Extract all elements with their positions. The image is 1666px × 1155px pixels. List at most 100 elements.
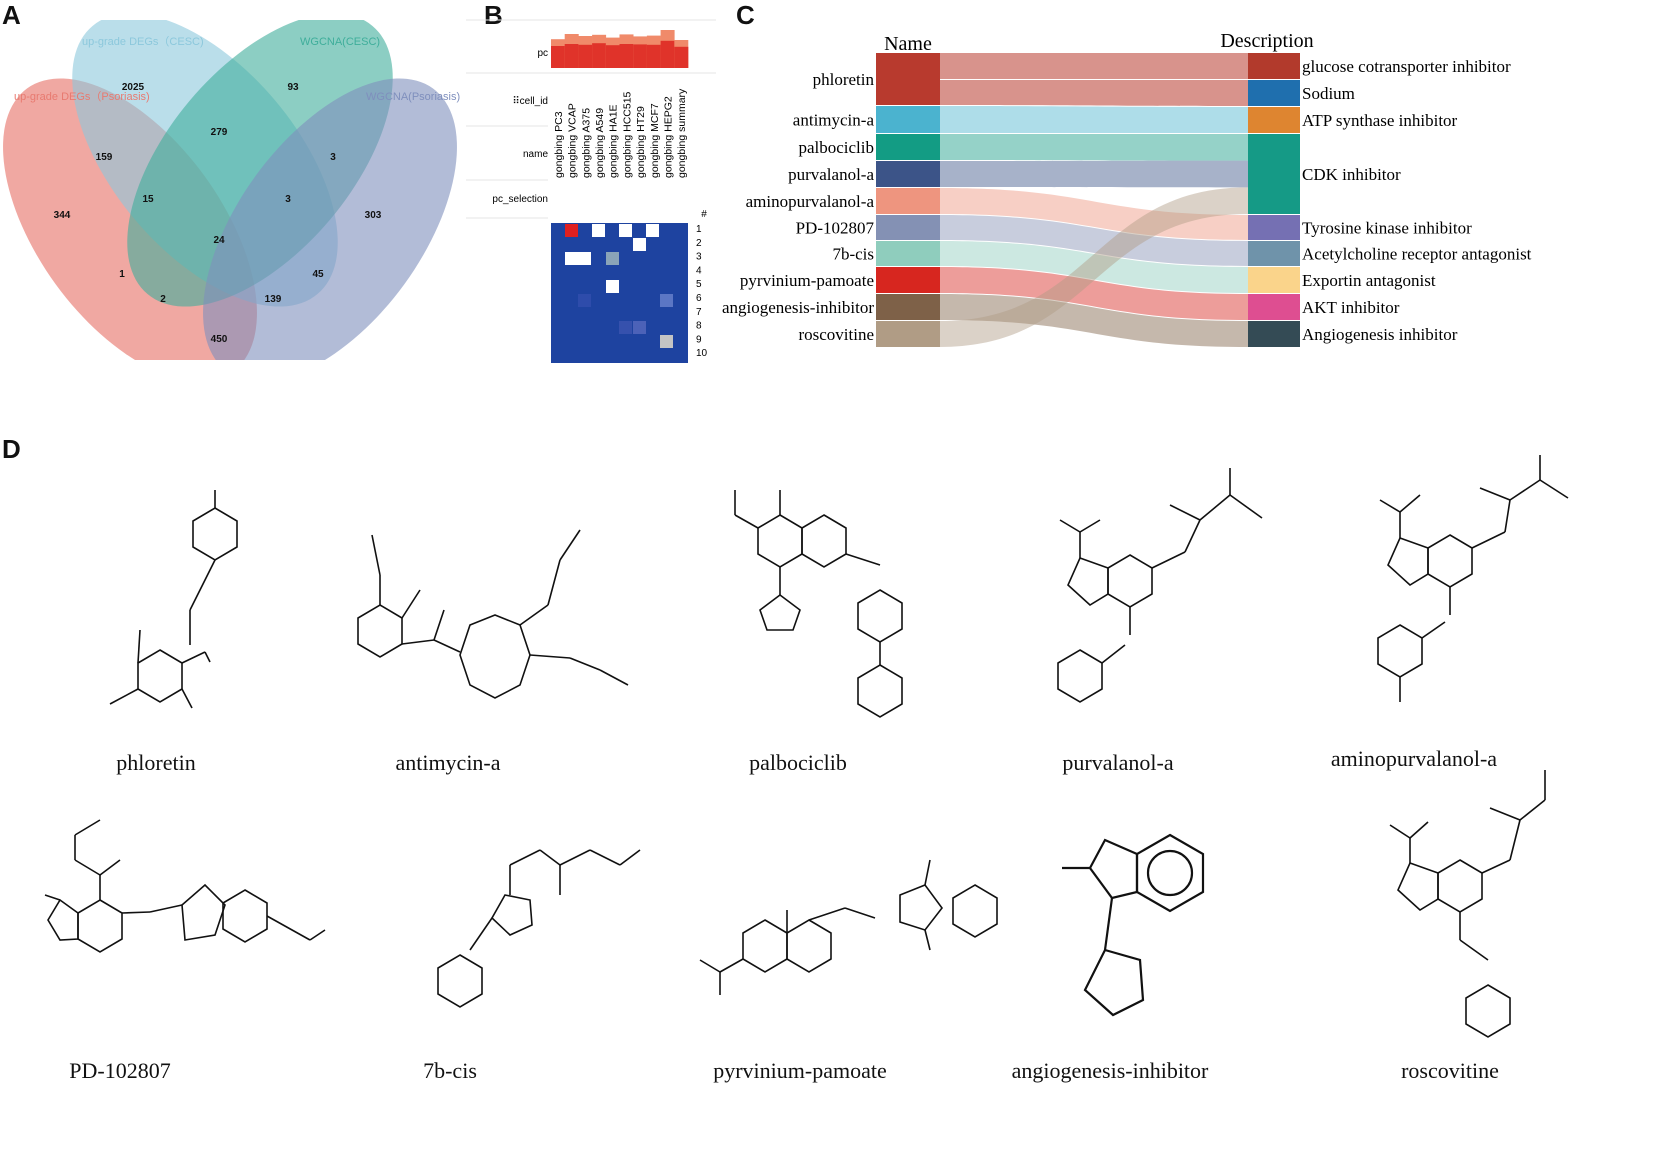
sankey-description-node: [1248, 241, 1300, 266]
clue-hash-label: #: [701, 209, 707, 220]
pc-bar-base: [605, 45, 620, 68]
venn-set-wgcna-psoriasis: [203, 78, 457, 360]
panel-label-d: D: [2, 434, 21, 464]
sankey-name-label: purvalanol-a: [788, 165, 874, 184]
sankey-link: [940, 267, 1248, 320]
sankey-name-label: roscovitine: [798, 325, 874, 344]
venn-label-wgcna-cesc: WGCNA(CESC): [300, 36, 380, 48]
pc-bar-base: [674, 46, 689, 68]
structure-pd-102807: [44, 819, 326, 953]
heatmap-cell: [565, 224, 578, 237]
pc-bar-base: [551, 46, 565, 68]
sankey-description-label: ATP synthase inhibitor: [1302, 111, 1458, 130]
heatmap-cell: [646, 224, 659, 237]
venn-count: 159: [96, 152, 113, 163]
sankey-link: [940, 53, 1248, 79]
sankey-description-node: [1248, 215, 1300, 240]
sankey-name-node: [876, 267, 940, 293]
venn-set-wgcna-cesc: [127, 20, 393, 307]
sankey-name-label: angiogenesis-inhibitor: [722, 298, 874, 317]
structure-aminopurvalanol-a: [1377, 455, 1569, 702]
heatmap-cell: [619, 321, 632, 334]
compound-name-roscovitine: roscovitine: [1401, 1058, 1499, 1083]
panel-label-c: C: [736, 0, 755, 30]
sankey-link: [940, 215, 1248, 266]
heatmap-cell: [592, 224, 605, 237]
venn-count: 3: [330, 152, 336, 163]
sankey-name-label: aminopurvalanol-a: [746, 192, 875, 211]
sankey-description-label: Exportin antagonist: [1302, 271, 1436, 290]
structure-pyrvinium-pamoate: [699, 859, 998, 995]
sankey-name-header: Name: [884, 33, 932, 55]
sankey-link: [940, 241, 1248, 293]
sankey-name-node: [876, 53, 940, 105]
sankey-diagram: Name Description phloretinantimycin-apal…: [722, 30, 1532, 347]
sankey-name-node: [876, 106, 940, 133]
sankey-name-node: [876, 134, 940, 160]
pc-bar-base: [633, 44, 648, 68]
sankey-description-header: Description: [1220, 30, 1313, 52]
clue-column-label: gongbing A375: [580, 108, 592, 178]
structure-angiogenesis-inhibitor: [1062, 833, 1205, 1017]
clue-row-label-pc: pc: [537, 48, 548, 59]
sankey-name-node: [876, 241, 940, 266]
sankey-description-label: Tyrosine kinase inhibitor: [1302, 219, 1472, 238]
sankey-name-node: [876, 294, 940, 320]
venn-count: 450: [211, 334, 228, 345]
venn-count: 1: [119, 269, 125, 280]
venn-count: 24: [213, 235, 225, 246]
clue-column-label: gongbing PC3: [553, 111, 565, 178]
clue-row-number: 3: [696, 252, 702, 263]
sankey-link: [940, 294, 1248, 347]
sankey-name-label: palbociclib: [798, 138, 874, 157]
heatmap-cell: [619, 224, 632, 237]
venn-count: 279: [211, 127, 228, 138]
sankey-description-node: [1248, 107, 1300, 133]
heatmap-cell: [565, 252, 578, 265]
heatmap-cell: [606, 280, 619, 293]
clue-column-label: gongbing HA1E: [608, 104, 620, 178]
sankey-link: [940, 106, 1248, 133]
clue-row-number: 9: [696, 334, 702, 345]
drag-handle-icon: ⠿: [512, 96, 519, 107]
sankey-link: [940, 134, 1248, 161]
structure-roscovitine: [1389, 770, 1546, 1038]
sankey-description-node: [1248, 321, 1300, 347]
sankey-name-label: phloretin: [813, 70, 875, 89]
venn-label-cesc-degs: up-grade DEGs（CESC): [82, 35, 204, 48]
sankey-link: [940, 80, 1248, 106]
sankey-description-label: Acetylcholine receptor antagonist: [1302, 245, 1532, 264]
clue-column-label: gongbing summary: [676, 88, 688, 178]
structure-phloretin: [109, 490, 238, 709]
venn-label-wgcna-psoriasis: WGCNA(Psoriasis): [366, 91, 460, 103]
sankey-name-label: PD-102807: [796, 219, 875, 238]
sankey-description-node: [1248, 134, 1300, 214]
clue-row-number: 6: [696, 293, 702, 304]
sankey-links: [940, 53, 1248, 347]
clue-column-label: gongbing MCF7: [649, 103, 661, 178]
heatmap-cell: [578, 252, 591, 265]
clue-row-label-text: cell_id: [520, 96, 548, 107]
venn-count: 45: [312, 269, 324, 280]
clue-row-label-pc-selection: pc_selection: [492, 194, 548, 205]
venn-count: 3: [285, 194, 291, 205]
venn-ellipses: [3, 20, 457, 360]
compound-name-phloretin: phloretin: [116, 750, 196, 775]
structure-purvalanol-a: [1057, 468, 1263, 703]
structure-7b-cis: [437, 849, 641, 1008]
sankey-description-node: [1248, 267, 1300, 293]
panel-label-a: A: [2, 0, 21, 30]
clue-row-number: 8: [696, 321, 702, 332]
sankey-description-node: [1248, 53, 1300, 79]
sankey-name-node: [876, 321, 940, 347]
clue-column-label: gongbing HT29: [635, 106, 647, 178]
pc-bar-base: [619, 44, 634, 68]
venn-diagram: up-grade DEGs（Psoriasis) up-grade DEGs（C…: [3, 20, 460, 360]
clue-row-label-name: name: [523, 149, 548, 160]
clue-heatmap-panel: pc ⠿cell_id name pc_selection gongbing P…: [466, 19, 716, 363]
sankey-description-node: [1248, 294, 1300, 320]
structure-antimycin-a: [357, 529, 629, 699]
sankey-description-nodes: glucose cotransporter inhibitorSodiumATP…: [1248, 53, 1532, 347]
sankey-description-node: [1248, 80, 1300, 106]
